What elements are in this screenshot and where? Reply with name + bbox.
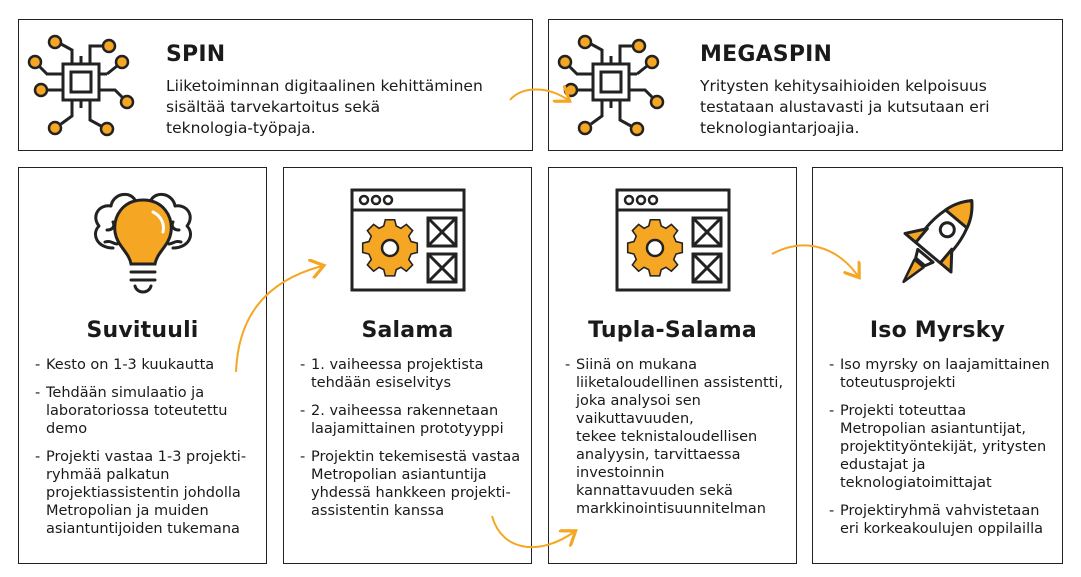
suvituuli-title: Suvituuli [86,318,199,343]
suvituuli-card: Suvituuli Kesto on 1-3 kuukautta Tehdään… [18,167,267,564]
iso-myrsky-bullets: Iso myrsky on laajamittainentoteutusproj… [829,356,1054,548]
tupla-salama-card: Tupla-Salama Siinä on mukanaliiketaloude… [548,167,797,564]
spin-description: Liiketoiminnan digitaalinen kehittäminen… [166,77,483,137]
list-item: Projektin tekemisestä vastaaMetropolian … [300,448,523,520]
spin-box: SPIN Liiketoiminnan digitaalinen kehittä… [18,19,533,151]
circuit-chip-icon [557,34,665,137]
browser-gear-icon [615,188,731,292]
megaspin-box: MEGASPIN Yritysten kehitysaihioiden kelp… [548,19,1063,151]
spin-title: SPIN [166,42,226,67]
iso-myrsky-card: Iso Myrsky Iso myrsky on laajamittainent… [812,167,1063,564]
suvituuli-bullets: Kesto on 1-3 kuukautta Tehdään simulaati… [35,356,258,548]
salama-title: Salama [361,318,454,343]
circuit-chip-icon [27,34,135,137]
list-item: Iso myrsky on laajamittainentoteutusproj… [829,356,1054,392]
lightbulb-brain-icon [94,192,192,294]
iso-myrsky-title: Iso Myrsky [869,318,1006,343]
megaspin-title: MEGASPIN [700,42,833,67]
megaspin-description: Yritysten kehitysaihioiden kelpoisuus te… [700,77,990,137]
tupla-salama-title: Tupla-Salama [588,318,757,343]
list-item: Projekti vastaa 1-3 projekti-ryhmää palk… [35,448,258,538]
list-item: Kesto on 1-3 kuukautta [35,356,258,374]
rocket-icon [902,199,974,284]
browser-gear-icon [350,188,466,292]
